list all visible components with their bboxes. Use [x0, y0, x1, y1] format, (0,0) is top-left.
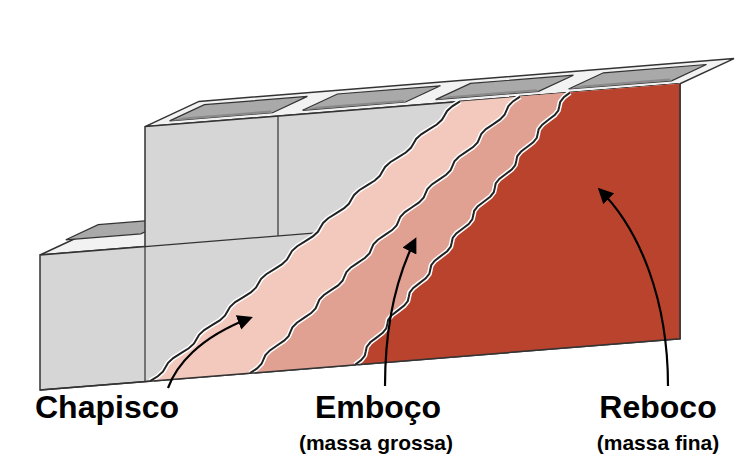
plaster-layer: [355, 84, 680, 365]
layer-edge: [355, 93, 570, 365]
plaster-layers: [40, 84, 680, 390]
block-hole: [569, 65, 707, 90]
block-joint: [144, 247, 145, 382]
layer-name: Emboço: [315, 390, 441, 425]
layer-name: Reboco: [599, 390, 716, 425]
layer-name: Chapisco: [35, 390, 179, 425]
layer-note: (massa fina): [597, 431, 720, 454]
wall-outline: [40, 84, 680, 390]
leader-arrow: [168, 318, 250, 388]
block-front: [40, 84, 680, 390]
layer-edge-highlight: [355, 93, 570, 365]
layer-note: (massa grossa): [299, 431, 453, 454]
block-joint: [277, 116, 278, 236]
plaster-layer: [250, 84, 680, 373]
plaster-layer: [150, 84, 680, 381]
leader-arrow: [385, 240, 415, 386]
leader-arrow: [600, 190, 668, 386]
